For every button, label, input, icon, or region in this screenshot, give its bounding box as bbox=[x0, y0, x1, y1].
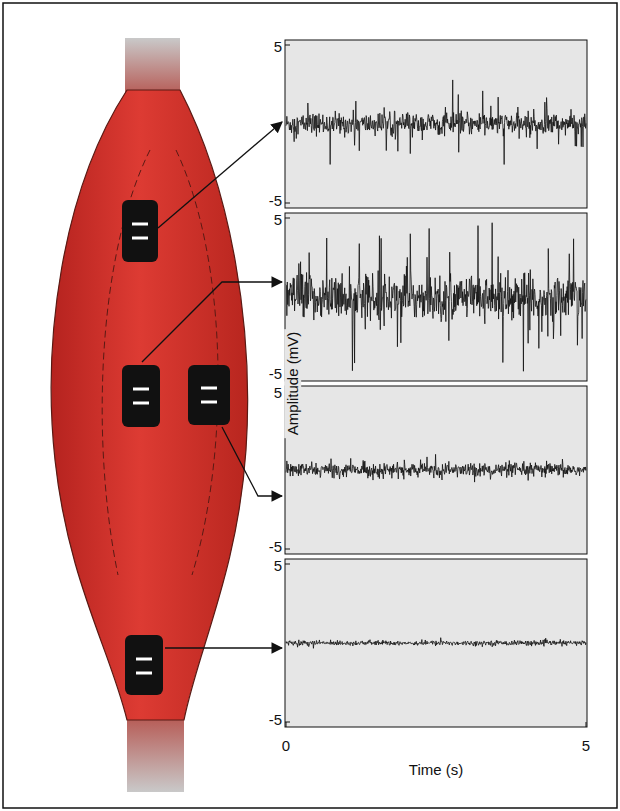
emg-trace bbox=[286, 638, 586, 649]
figure-border bbox=[3, 3, 617, 808]
emg-signals bbox=[286, 80, 586, 648]
emg-panels bbox=[285, 40, 587, 727]
axis-tick-label: 5 bbox=[274, 558, 282, 573]
emg-trace bbox=[286, 223, 586, 372]
electrode bbox=[188, 365, 230, 425]
emg-panel bbox=[285, 386, 587, 554]
leader-arrow bbox=[165, 647, 282, 648]
axis-tick-label: -5 bbox=[269, 193, 282, 208]
axis-title: Time (s) bbox=[409, 762, 463, 777]
axis-tick-label: 5 bbox=[274, 385, 282, 400]
leader-arrow bbox=[222, 427, 282, 496]
axis-tick-label: 5 bbox=[274, 39, 282, 54]
emg-panel bbox=[285, 213, 587, 381]
leader-arrows bbox=[142, 122, 282, 648]
fascicle-line bbox=[176, 150, 218, 575]
electrode bbox=[122, 365, 160, 427]
axis-tick-label: 0 bbox=[282, 738, 290, 753]
emg-trace bbox=[286, 80, 586, 165]
axis-tick-label: -5 bbox=[269, 712, 282, 727]
leader-arrow bbox=[158, 122, 282, 228]
electrode bbox=[122, 200, 158, 262]
muscle-belly bbox=[51, 90, 247, 720]
electrode bbox=[125, 635, 163, 695]
axis-tick-label: -5 bbox=[269, 366, 282, 381]
emg-panel bbox=[285, 559, 587, 727]
axis-title: Amplitude (mV) bbox=[284, 328, 301, 437]
axis-tick-label: -5 bbox=[269, 539, 282, 554]
axis-tick-label: 5 bbox=[582, 738, 590, 753]
axis-tick-label: 5 bbox=[274, 212, 282, 227]
emg-panel bbox=[285, 40, 587, 208]
leader-arrow bbox=[142, 282, 282, 362]
emg-trace bbox=[286, 454, 586, 482]
electrodes bbox=[122, 200, 230, 695]
